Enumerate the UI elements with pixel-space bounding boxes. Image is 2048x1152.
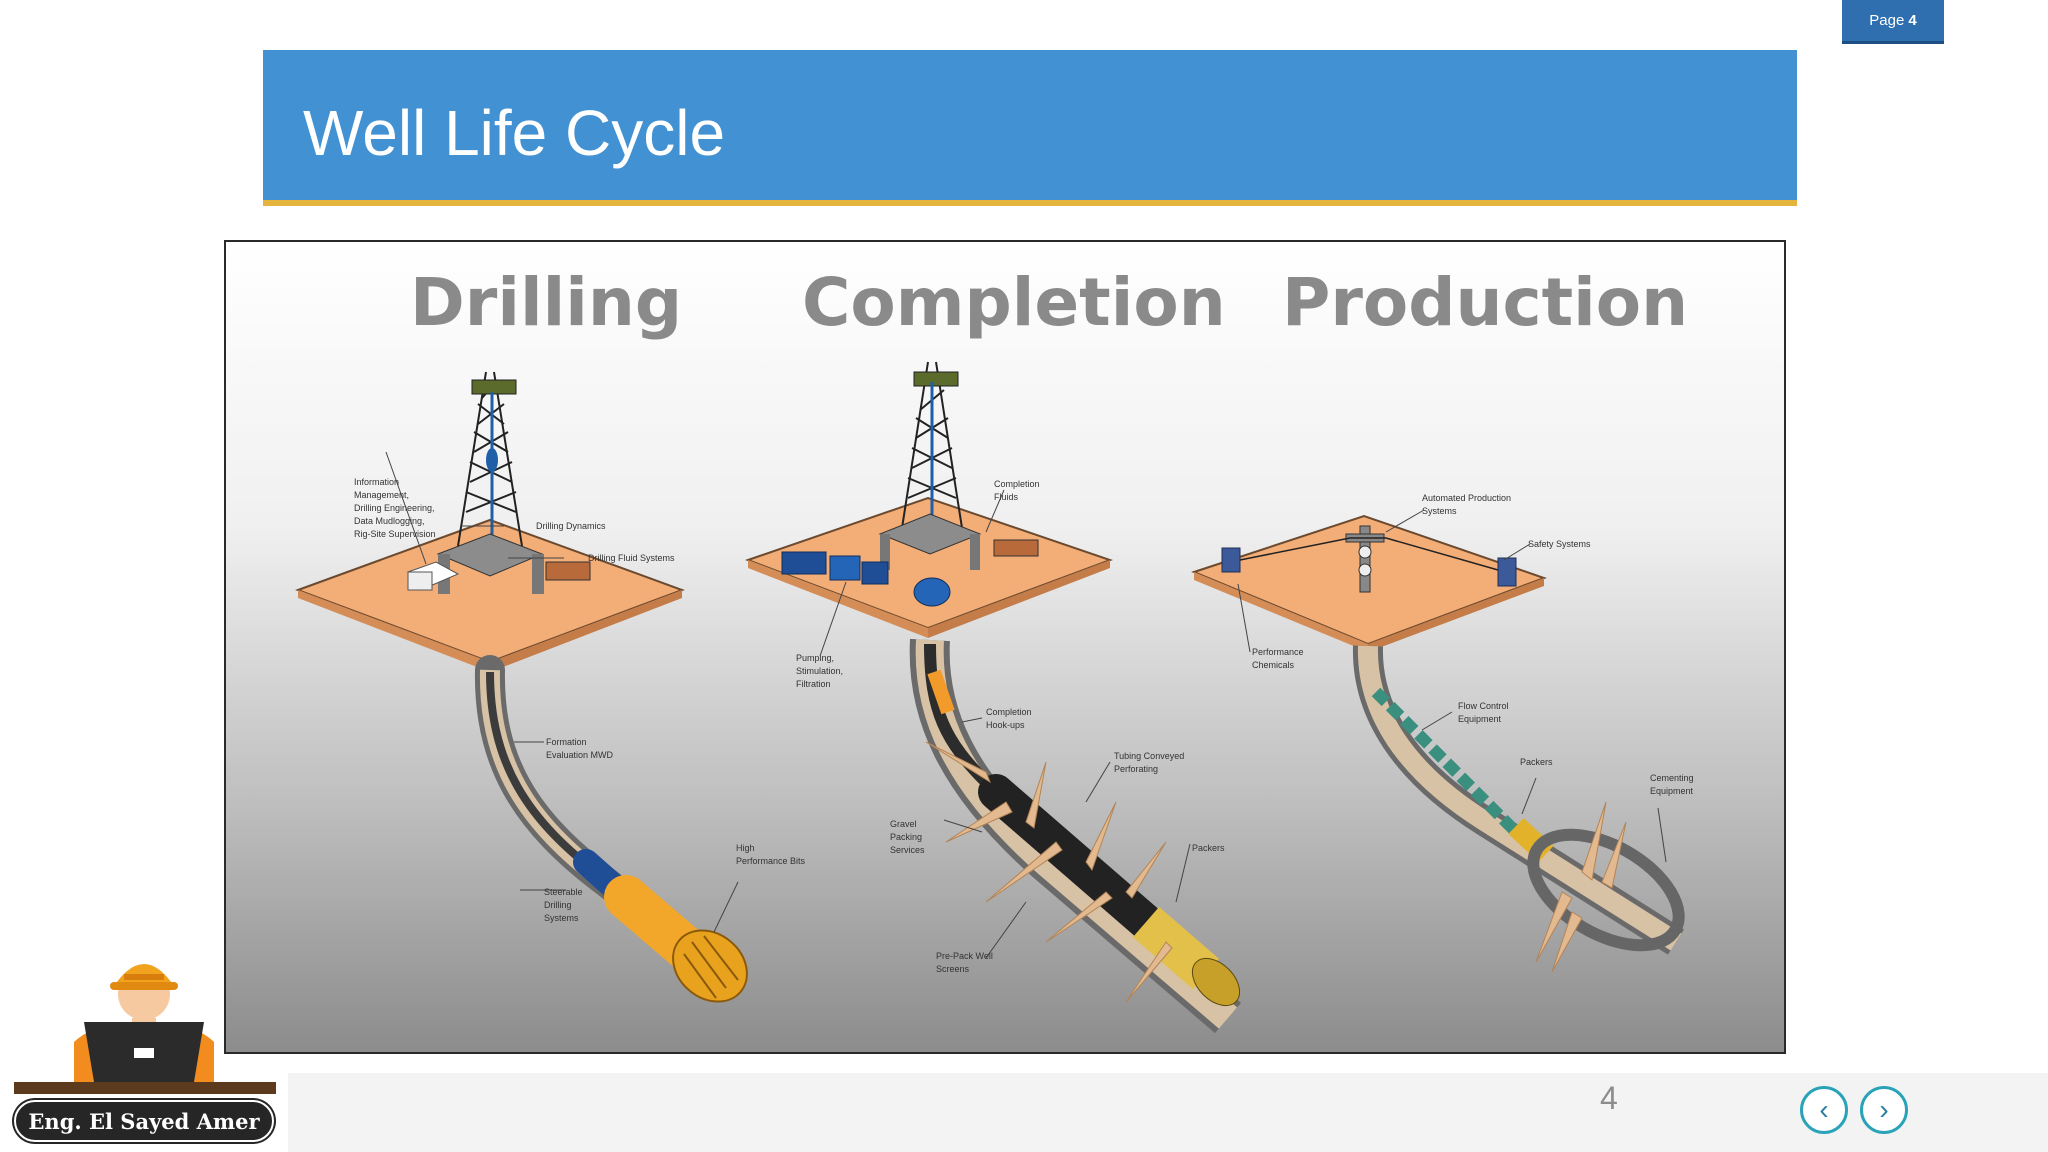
stage-title-drilling: Drilling [410, 264, 683, 341]
label-safety-systems: Safety Systems [1528, 539, 1591, 549]
label-drilling-dynamics: Drilling Dynamics [536, 521, 606, 531]
label-tubing-conveyed-perforating: Tubing Conveyed Perforating [1114, 751, 1185, 774]
label-steerable-drilling: Steerable Drilling Systems [544, 887, 583, 923]
page-badge-prefix: Page [1869, 12, 1905, 29]
label-drilling-fluid-systems: Drilling Fluid Systems [588, 553, 675, 563]
completion-illustration [745, 361, 1242, 1034]
page-badge-number: 4 [1908, 12, 1917, 29]
slide-title-bar: Well Life Cycle [263, 50, 1797, 206]
slide-title: Well Life Cycle [303, 97, 726, 169]
label-completion-fluids: Completion Fluids [994, 479, 1040, 502]
label-completion-packers: Packers [1192, 843, 1225, 853]
author-name-tag: Eng. El Sayed Amer [14, 1100, 274, 1142]
label-information-management: Information Management, Drilling Enginee… [354, 477, 436, 539]
page-badge: Page 4 [1842, 0, 1944, 44]
footer-bar [288, 1073, 2048, 1152]
label-completion-hookups: Completion Hook-ups [986, 707, 1032, 730]
label-gravel-packing: Gravel Packing Services [890, 819, 925, 855]
next-slide-button[interactable]: › [1860, 1086, 1908, 1134]
label-formation-evaluation: Formation Evaluation MWD [546, 737, 614, 760]
stage-title-production: Production [1282, 264, 1689, 341]
label-pumping-stimulation: Pumping, Stimulation, Filtration [796, 653, 844, 689]
diagram-illustration [295, 361, 1685, 1034]
label-cementing-equipment: Cementing Equipment [1650, 773, 1694, 796]
label-flow-control: Flow Control Equipment [1458, 701, 1509, 724]
label-production-packers: Packers [1520, 757, 1553, 767]
slide-number: 4 [1600, 1080, 1618, 1116]
drilling-illustration [295, 371, 748, 1003]
label-performance-chemicals: Performance Chemicals [1252, 647, 1304, 670]
prev-slide-button[interactable]: ‹ [1800, 1086, 1848, 1134]
label-pre-pack-screens: Pre-Pack Well Screens [936, 951, 993, 974]
well-life-cycle-diagram: Drilling Completion Production Informati… [224, 240, 1786, 1054]
engineer-avatar-icon [14, 964, 276, 1094]
label-automated-production: Automated Production Systems [1422, 493, 1512, 516]
stage-title-completion: Completion [802, 264, 1226, 341]
label-high-performance-bits: High Performance Bits [736, 843, 806, 866]
production-illustration [1191, 509, 1685, 973]
